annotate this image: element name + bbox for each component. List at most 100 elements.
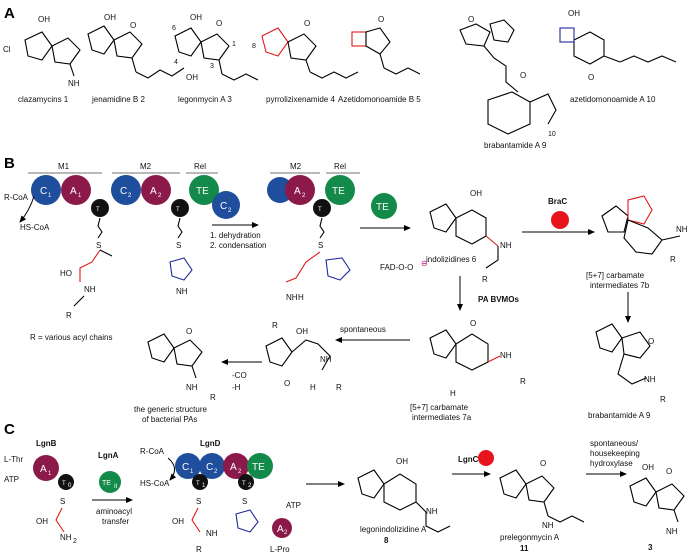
- te-enzyme: [371, 193, 397, 219]
- atom-o: O: [130, 21, 136, 30]
- domain-t2: [313, 199, 331, 217]
- atom-o: O: [186, 327, 192, 336]
- atom-o: O: [540, 459, 546, 468]
- lgnd-a2: [223, 453, 249, 479]
- atom-ho: OH: [568, 9, 580, 18]
- te-label: TE: [376, 202, 389, 213]
- o-minus: ⊖: [421, 259, 428, 268]
- generic-line1: the generic structure: [134, 405, 207, 414]
- structure-azetidomonoamide-b: O: [351, 15, 421, 75]
- step-condensation: 2. condensation: [210, 241, 267, 250]
- lgnd-a2-second-label: A: [277, 524, 284, 535]
- atom-nh2: NH: [60, 533, 72, 542]
- compound-label-10: azetidomonoamide A 10: [570, 95, 656, 104]
- standalone-c2: [212, 191, 240, 219]
- lgnd-t1: [192, 474, 208, 490]
- compound-label-5: Azetidomonoamide B 5: [338, 95, 421, 104]
- atom-r: R: [210, 393, 216, 402]
- atom-oh: OH: [104, 13, 116, 22]
- brac-enzyme: [551, 211, 569, 229]
- domain-te: [325, 175, 355, 205]
- aminoacyl-line1: aminoacyl: [96, 507, 132, 516]
- indolizidines-label: indolizidines 6: [426, 255, 477, 264]
- structure-clazamycin: Cl OH NH: [3, 15, 81, 88]
- lgnd-assembly: C 1 C 2 A 2 TE T 1 T 2 S S OH NH R A 2: [172, 453, 292, 554]
- hscoa-label: HS-CoA: [20, 223, 50, 232]
- domain-t1: [91, 199, 109, 217]
- domain-t2-label: T: [318, 207, 322, 213]
- module-rel: Rel: [194, 162, 206, 171]
- atom-nh: NH: [186, 383, 198, 392]
- atom-nh: NH: [320, 355, 332, 364]
- atp-label: ATP: [4, 475, 19, 484]
- atom-r: R: [272, 321, 278, 330]
- lgnb-a1-label: A: [40, 464, 47, 475]
- lgnd-label: LgnD: [200, 439, 221, 448]
- structure-brabantamide-b: O NH R: [595, 323, 666, 404]
- brabantamide-label-b: brabantamide A 9: [588, 411, 651, 420]
- domain-te: [189, 175, 219, 205]
- lgnb-t0-sub: 0: [68, 483, 72, 489]
- domain-a2-sub: 2: [302, 193, 306, 199]
- chain-10: 10: [548, 131, 556, 138]
- atom-o: O: [666, 467, 672, 476]
- domain-a1-sub: 1: [78, 193, 82, 199]
- atom-nh: NH: [666, 527, 678, 536]
- atom-r: R: [196, 545, 202, 554]
- carbamate-7b-line1: [5+7] carbamate: [586, 271, 645, 280]
- domain-t2-label: T: [176, 207, 180, 213]
- lgna-label: LgnA: [98, 451, 119, 460]
- domain-a2-label: A: [150, 186, 157, 197]
- atom-oh: OH: [186, 73, 198, 82]
- structure-brabantamide-a: O O 10: [459, 15, 557, 138]
- atom-oh: OH: [190, 13, 202, 22]
- panel-label-c: C: [4, 421, 15, 438]
- standalone-c2-label: C: [220, 201, 227, 212]
- module-m2-b: M2: [290, 162, 302, 171]
- atom-o: O: [588, 73, 594, 82]
- atom-nh2-sub: 2: [73, 538, 77, 545]
- domain-c2-label: C: [120, 186, 127, 197]
- structure-open-intermediate: OH NH O H R: [265, 327, 342, 392]
- pa-bvmos-label: PA BVMOs: [478, 295, 519, 304]
- atom-r: R: [482, 275, 488, 284]
- atom-nh: NH: [206, 529, 218, 538]
- structure-carbamate-7a: O NH R: [429, 319, 526, 386]
- legonindolizidine-label: legonindolizidine A: [360, 525, 427, 534]
- carbamate-7a-line1: [5+7] carbamate: [410, 403, 469, 412]
- lgnd-t2-label: T: [242, 481, 246, 487]
- lgnd-a2-second-sub: 2: [284, 530, 288, 536]
- atom-nh: NH: [644, 375, 656, 384]
- atom-s: S: [60, 497, 65, 506]
- nrps-assembly-b: C 1 A 1 T C 2 A 2 T TE S S HO NH R NH: [31, 175, 219, 320]
- structure-carbamate-7b: NH R: [601, 195, 688, 264]
- atom-s: S: [242, 497, 247, 506]
- atom-o: O: [468, 15, 474, 24]
- atom-nh: NH: [542, 521, 554, 530]
- lgnd-c1-sub: 1: [190, 469, 194, 475]
- nrps-assembly-b2: A 2 T TE S NH H R: [267, 175, 355, 330]
- domain-a1: [61, 175, 91, 205]
- lgnd-t2-sub: 2: [248, 483, 252, 489]
- domain-c1: [31, 175, 61, 205]
- carbamate-7b-line2: intermediates 7b: [590, 281, 650, 290]
- lgnd-t2: [238, 474, 254, 490]
- atom-r: R: [670, 255, 676, 264]
- domain-a2-label: A: [294, 186, 301, 197]
- position-8: 8: [252, 43, 256, 50]
- prelegonmycin-label: prelegonmycin A: [500, 533, 560, 542]
- domain-t2: [171, 199, 189, 217]
- atom-ho: HO: [60, 269, 72, 278]
- domain-c2: [111, 175, 141, 205]
- compound-label-9: brabantamide A 9: [484, 141, 547, 150]
- standalone-c2-sub: 2: [228, 208, 232, 214]
- atom-oh: OH: [396, 457, 408, 466]
- lgnd-c2: [199, 453, 225, 479]
- lgnd-te: [247, 453, 273, 479]
- lgnd-t1-label: T: [196, 481, 200, 487]
- domain-te-label: TE: [196, 186, 209, 197]
- rcoa-label: R-CoA: [4, 193, 29, 202]
- generic-line2: of bacterial PAs: [142, 415, 197, 424]
- structure-legonmycin-final: OH O NH: [629, 463, 685, 536]
- lgnd-te-label: TE: [252, 462, 265, 473]
